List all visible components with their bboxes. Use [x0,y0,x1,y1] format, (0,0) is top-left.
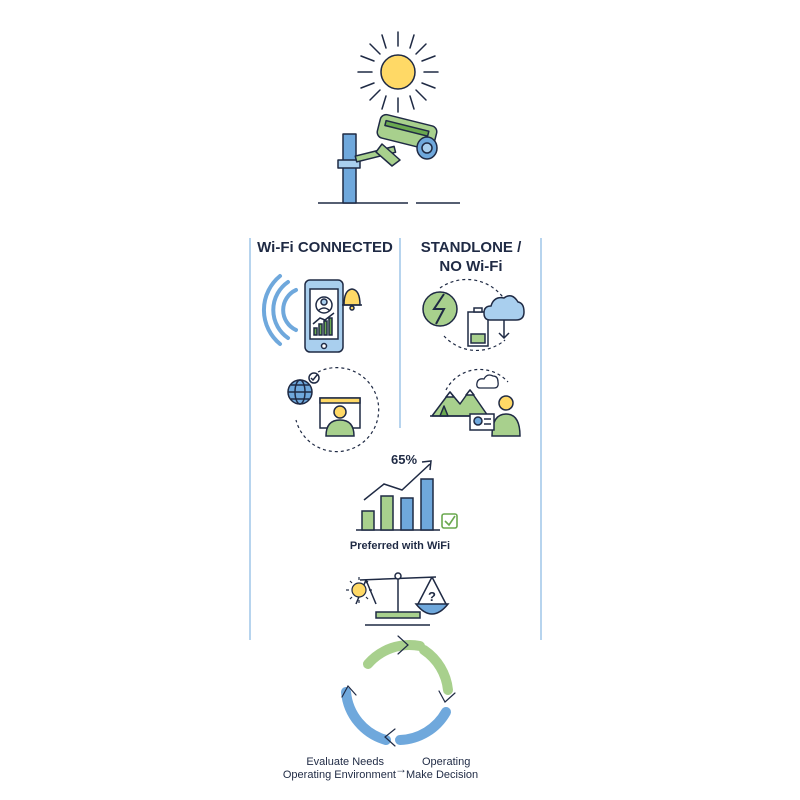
cctv-camera-icon [318,113,460,204]
person-icon [469,395,521,437]
cloud-small-icon [476,374,499,389]
cloud-icon [483,295,525,340]
sun-icon [357,31,439,113]
wifi-signal-icon [262,274,298,346]
scale-sun-icon [346,577,372,603]
cycle-caption-right-line2: Make Decision [406,769,479,781]
battery-icon [467,307,489,347]
cycle-caption-left-line1: Evaluate Needs [306,756,384,768]
standalone-heading-line1: STANDLONE / [420,239,522,256]
smartphone-icon [304,279,344,353]
growth-percent-label: 65% [390,452,418,467]
globe-dashed-ring [295,367,380,453]
cycle-arrows-icon [341,635,456,747]
power-dashed-arc [439,278,506,301]
balance-scale-icon [355,572,450,626]
cycle-caption-left: Evaluate Needs Operating Environment [268,756,396,782]
preferred-caption: Preferred with WiFi [349,540,451,552]
landscape-dashed-ring [445,368,509,391]
landscape-icon [430,389,489,417]
standalone-heading: STANDLONE / NO Wi-Fi [402,238,540,276]
no-power-icon [422,291,458,327]
standalone-heading-line2: NO Wi-Fi [439,258,503,275]
checkmark-icon [441,513,458,529]
power-dashed-arc-bottom [443,335,506,352]
wifi-connected-heading: Wi-Fi CONNECTED [257,239,393,256]
scale-question-mark: ? [428,589,436,604]
globe-icon [287,372,320,405]
cycle-caption-right-line1: Operating [422,756,471,768]
column-dividers [249,238,542,640]
bar-chart-icon [356,460,440,531]
bell-icon [342,288,362,311]
cycle-caption-right: Operating Make Decision [406,756,506,782]
cycle-caption-left-line2: Operating Environment [282,769,396,781]
cycle-arrow-glyph: → [395,762,407,776]
monitor-user-icon [319,397,361,437]
